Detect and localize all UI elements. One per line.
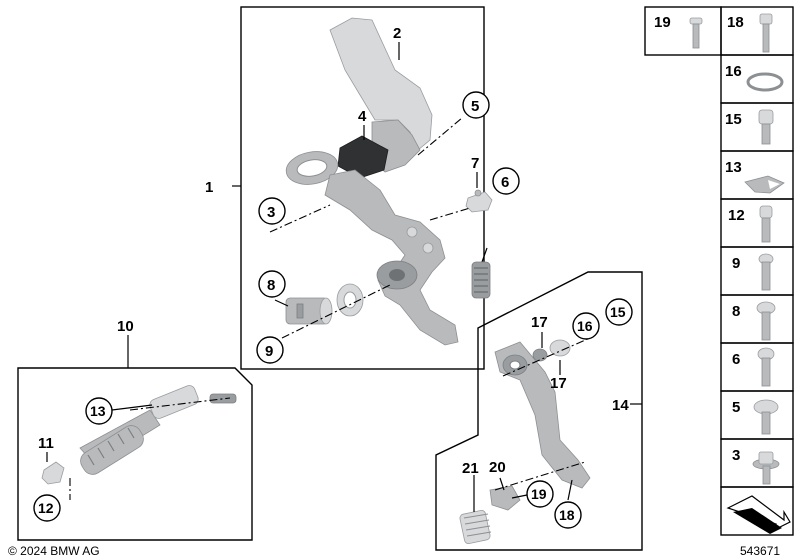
callout-21: 21 [462, 460, 479, 477]
callout-15: 15 [610, 304, 626, 320]
callout-19-right: 19 [531, 486, 547, 502]
flange-bolt-3-icon [752, 451, 780, 485]
callout-9: 9 [265, 343, 273, 360]
bolt-9-icon [758, 253, 774, 291]
bolt-18-icon [759, 13, 773, 53]
callout-13-left: 13 [90, 403, 106, 419]
callout-2: 2 [393, 25, 401, 42]
bolt-19-icon [689, 17, 703, 49]
retaining-clip-13-icon [744, 175, 785, 194]
axis-line-main-a [269, 204, 331, 233]
footrest-bracket [324, 169, 459, 346]
bolt-8-icon [756, 301, 776, 341]
parts-list-label-row-2: 13 [725, 159, 742, 176]
bracket-bolt-a [406, 226, 418, 238]
assembly-box-1 [240, 6, 485, 370]
arrow-direction-icon [726, 495, 791, 534]
callout-17-bottom: 17 [550, 375, 567, 392]
callout-16: 16 [577, 318, 593, 334]
callout-7: 7 [471, 155, 479, 172]
parts-list-label-18: 18 [727, 14, 744, 31]
axis-line-main-d [281, 283, 393, 339]
callout-3: 3 [267, 204, 275, 221]
axis-line-main-b [417, 117, 463, 156]
callout-17-top: 17 [531, 314, 548, 331]
callout-20: 20 [489, 459, 506, 476]
clip-pin [474, 189, 482, 197]
callout-4: 4 [358, 108, 367, 125]
bolt-6-icon [757, 347, 775, 387]
parts-list-label-row-4: 9 [732, 255, 740, 272]
bolt-12-icon [759, 205, 773, 243]
parts-list-label-row-8: 3 [732, 447, 740, 464]
footpeg-assembly-10 [41, 385, 237, 485]
callout-11: 11 [38, 435, 54, 452]
callout-14: 14 [612, 397, 629, 414]
parts-list-label-row-0: 16 [725, 63, 742, 80]
callout-5: 5 [471, 98, 479, 115]
bolt-15-icon [758, 109, 774, 145]
parts-list-column [644, 6, 794, 536]
copyright-text: © 2024 BMW AG [8, 544, 100, 558]
callout-12-left: 12 [38, 500, 54, 516]
callout-6: 6 [501, 174, 509, 191]
parts-list-label-row-6: 6 [732, 351, 740, 368]
callout-1: 1 [205, 179, 213, 196]
bolt-5-icon [753, 399, 779, 435]
parts-list-label-row-5: 8 [732, 303, 740, 320]
assembly-box-10 [17, 367, 253, 541]
callout-8: 8 [267, 277, 275, 294]
parts-list-label-row-7: 5 [732, 399, 740, 416]
parts-list-label-19: 19 [654, 14, 671, 31]
axis-line-main-c [429, 207, 471, 221]
parts-list-label-row-1: 15 [725, 111, 742, 128]
heel-guard-plate [329, 17, 433, 151]
footrest-ring-hole [296, 159, 328, 177]
diagram-number: 543671 [740, 544, 780, 558]
spring-clip [465, 191, 493, 213]
callout-10: 10 [117, 318, 134, 335]
assembly-box-14 [435, 271, 643, 551]
axis-line-left-b [129, 397, 231, 411]
parts-list-label-row-3: 12 [728, 207, 745, 224]
return-spring [471, 247, 491, 299]
callout-18-right: 18 [559, 507, 575, 523]
pivot-boss-hole [389, 269, 405, 281]
circlip-16-icon [746, 72, 784, 92]
bracket-bolt-b [422, 242, 434, 254]
brake-lever-14 [459, 339, 591, 545]
bushing-set [285, 283, 364, 325]
